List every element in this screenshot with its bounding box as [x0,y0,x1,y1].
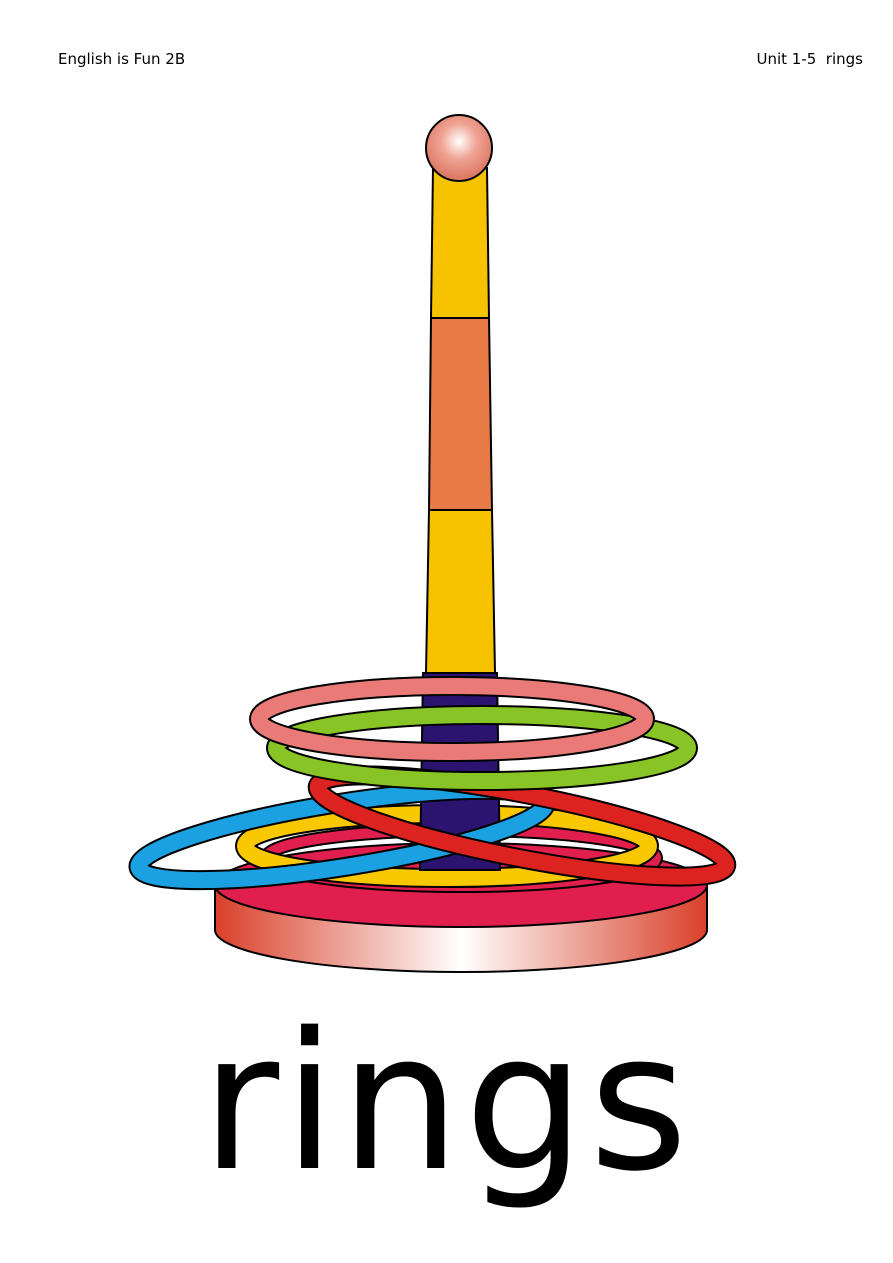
pole-knob [425,114,493,182]
ring-red [307,765,737,887]
vocabulary-word: rings [201,992,692,1213]
pole-segment-yellow-lower [424,509,497,674]
pole-segment-yellow-upper [429,167,491,319]
pole-segment-orange [427,317,494,511]
unit-label: Unit 1-5 rings [756,50,863,68]
book-title: English is Fun 2B [58,50,186,68]
